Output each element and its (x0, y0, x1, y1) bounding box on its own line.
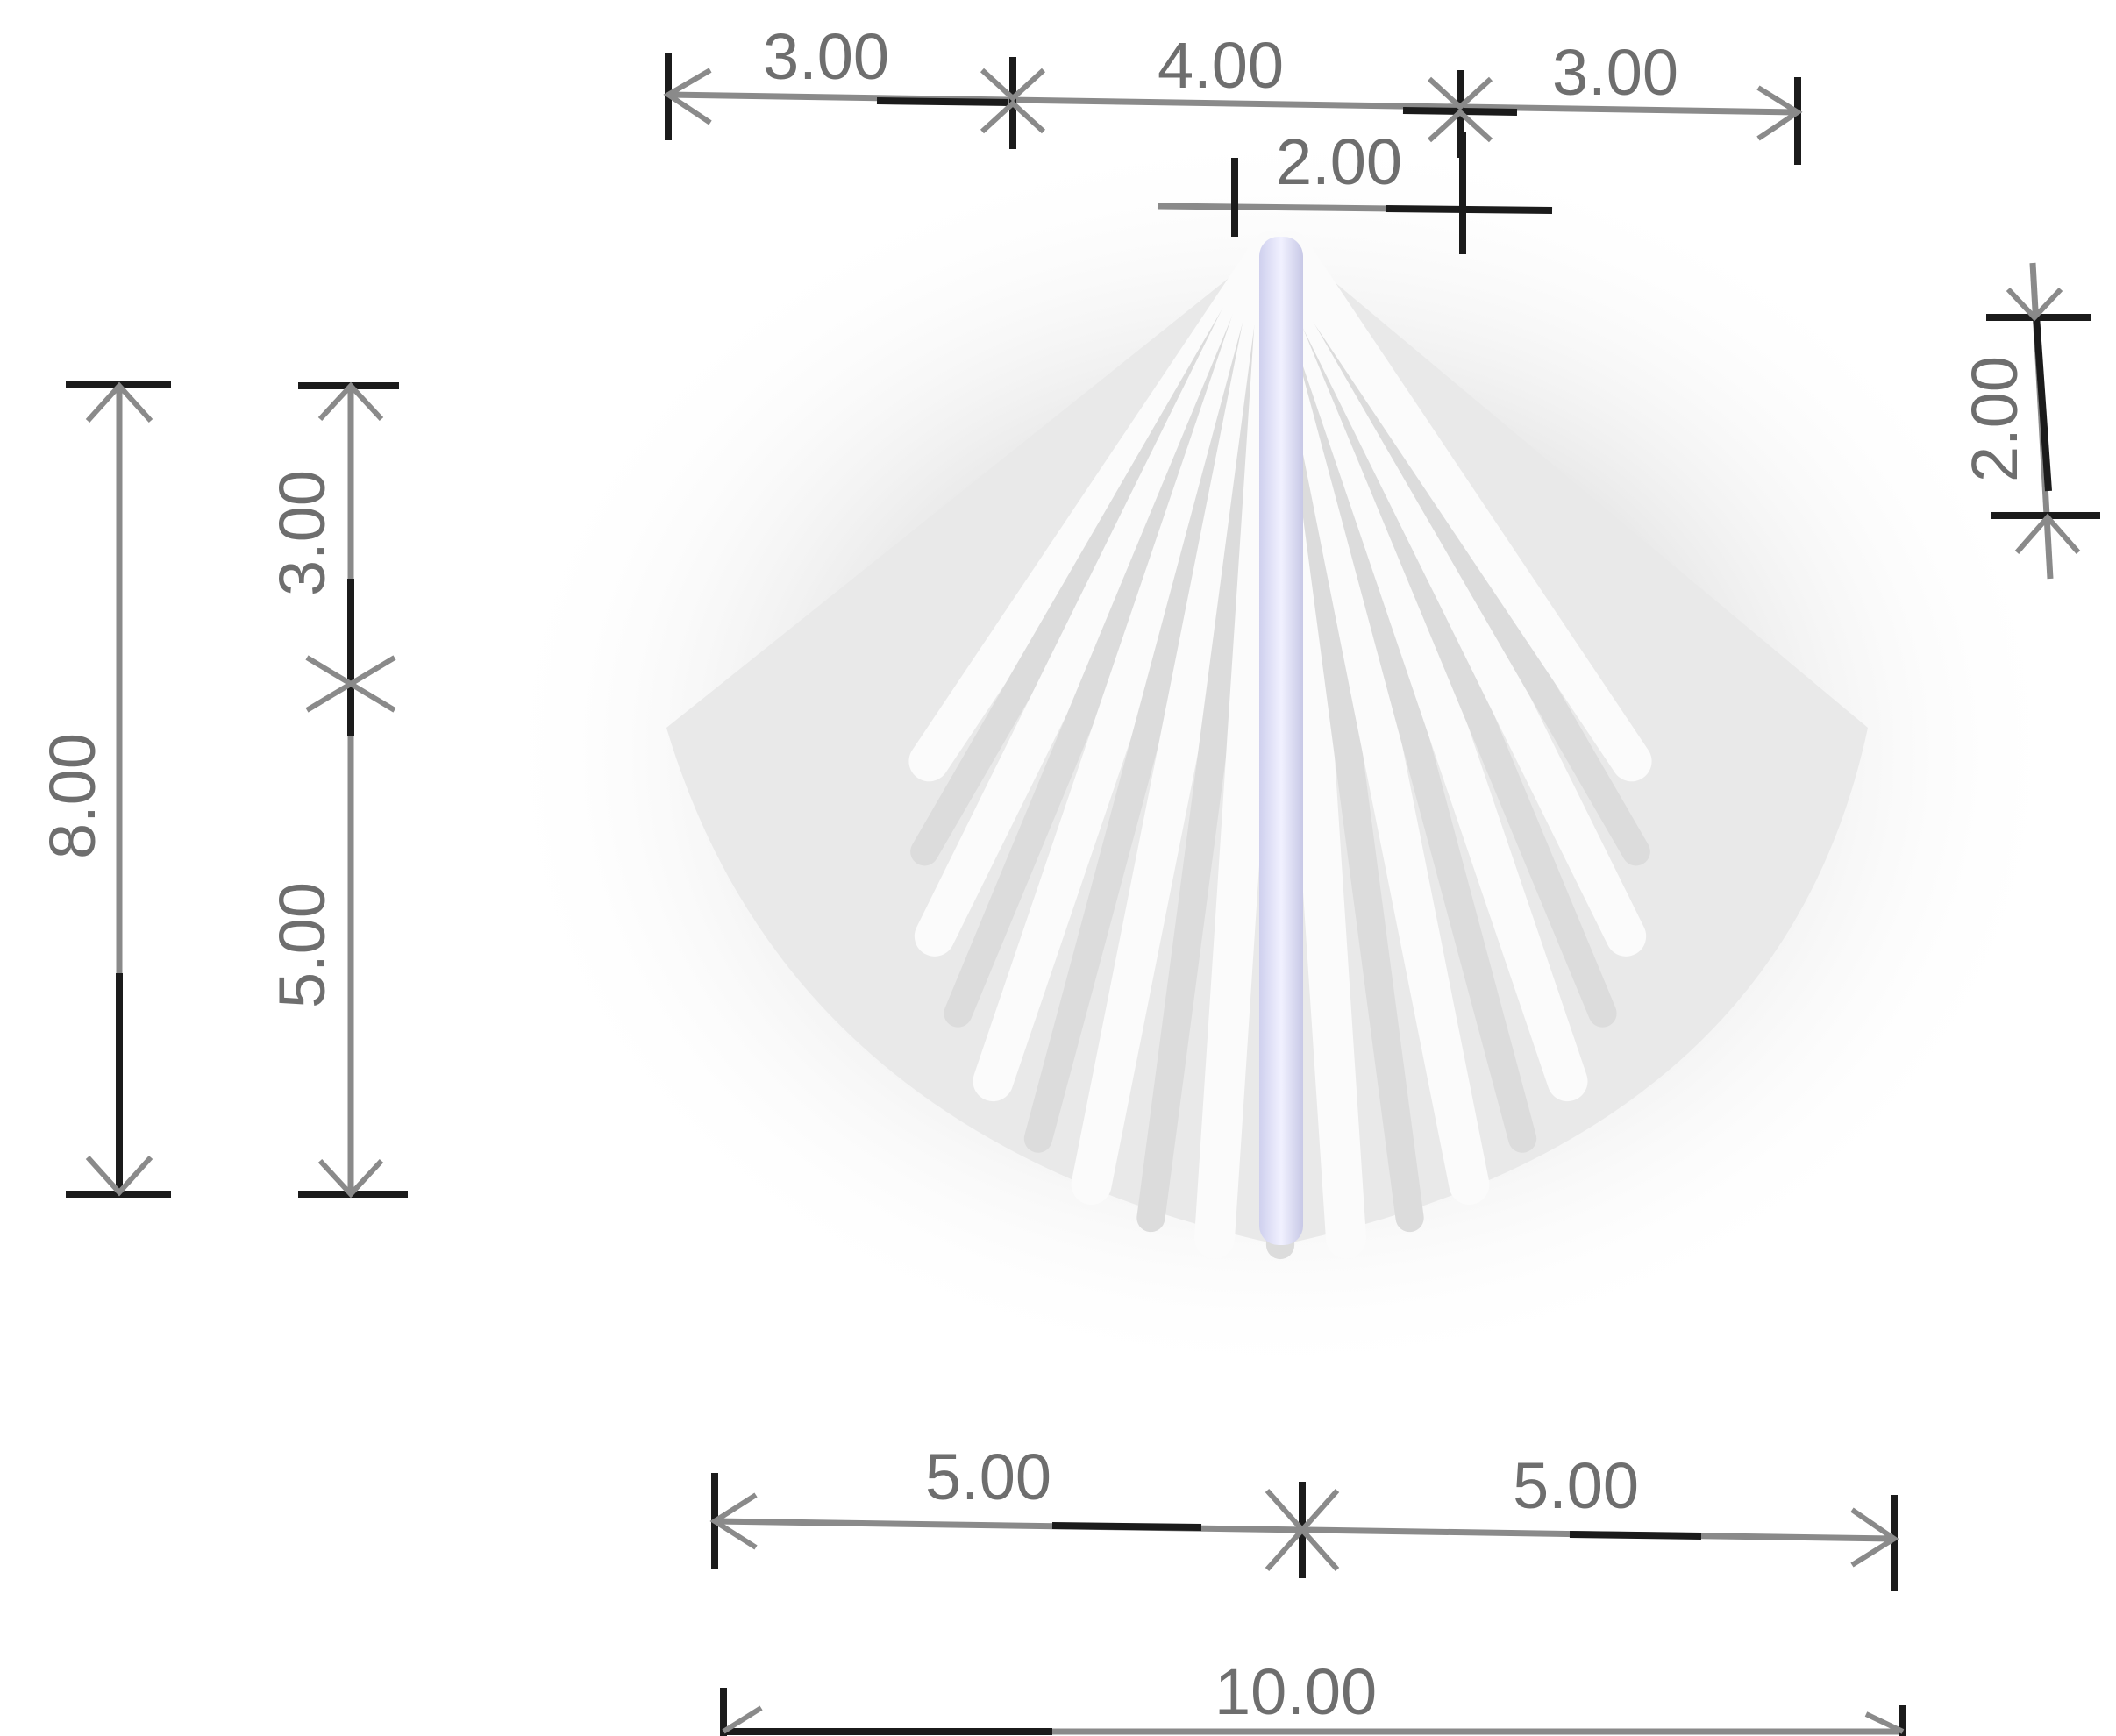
dim-top-inner: 2.00 (1276, 125, 1402, 198)
dim-left-outer: 8.00 (36, 733, 109, 859)
dim-bottom-left: 5.00 (925, 1441, 1051, 1513)
bottom-total-dimension: 10.00 (720, 1655, 1906, 1736)
center-rib (1259, 237, 1303, 1245)
shell-rib (1270, 231, 1652, 782)
dim-bottom-right: 5.00 (1513, 1449, 1639, 1522)
left-outer-dimension: 8.00 (36, 381, 171, 1198)
dim-top-center: 4.00 (1158, 29, 1284, 102)
scallop-shell (666, 231, 1868, 1260)
bottom-dimension-chain: 5.00 5.00 (709, 1441, 1899, 1591)
dim-top-right: 3.00 (1552, 36, 1678, 109)
dim-left-inner-lower: 5.00 (266, 882, 338, 1008)
dim-top-left: 3.00 (763, 20, 889, 93)
dim-bottom-total: 10.00 (1215, 1655, 1377, 1728)
top-dimension-chain: 3.00 4.00 3.00 (663, 20, 1803, 165)
dim-right: 2.00 (1958, 356, 2031, 482)
left-inner-dimension-chain: 3.00 5.00 (266, 381, 408, 1199)
dim-left-inner-upper: 3.00 (266, 470, 338, 596)
top-inner-dimension: 2.00 (1157, 125, 1553, 254)
right-dimension: 2.00 (1958, 262, 2100, 580)
